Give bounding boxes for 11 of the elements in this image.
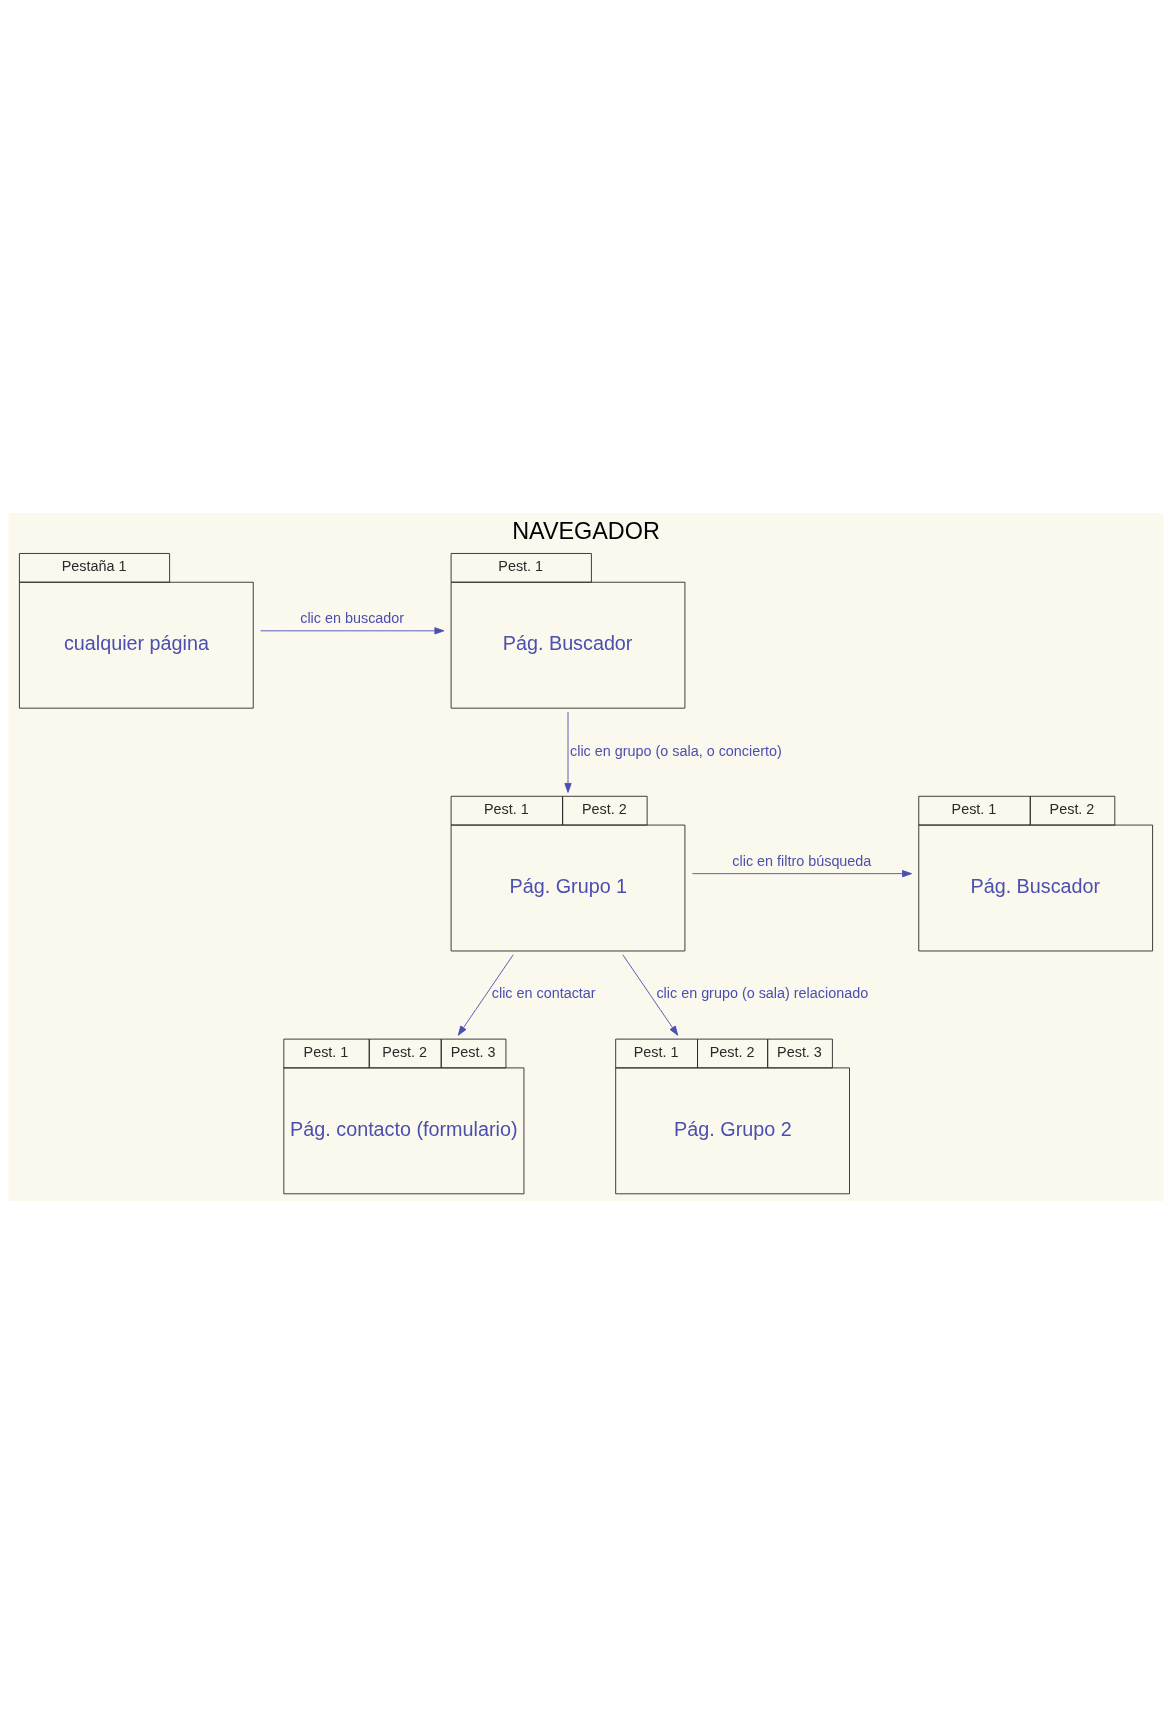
edge-label: clic en grupo (o sala, o concierto) [570,742,782,759]
diagram-title: NAVEGADOR [512,517,660,544]
arrow [622,953,679,1036]
edge-label: clic en filtro búsqueda [732,852,872,869]
edge-label: clic en grupo (o sala) relacionado [656,984,869,1001]
arrow [260,626,445,634]
edge-label: clic en buscador [300,609,405,626]
arrow [457,953,514,1036]
arrow [564,711,572,793]
arrow [691,869,912,877]
edge-label: clic en contactar [491,984,596,1001]
